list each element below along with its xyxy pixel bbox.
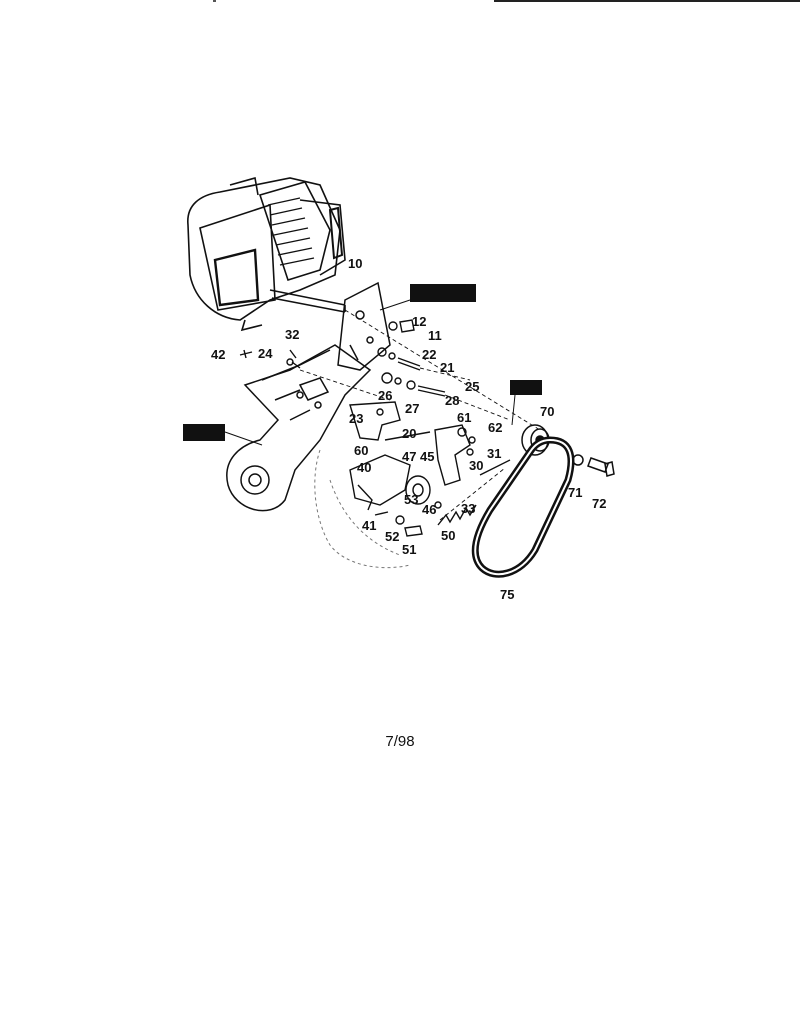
part-label: 20 (402, 426, 416, 441)
part-label: 24 (258, 346, 273, 361)
part-label: 51 (402, 542, 416, 557)
part-label: 40 (357, 460, 371, 475)
part-label: 33 (461, 501, 475, 516)
part-label: 12 (412, 314, 426, 329)
part-label: 72 (592, 496, 606, 511)
part-label: 53 (404, 492, 418, 507)
part-label: 31 (487, 446, 501, 461)
page-top-rule (494, 0, 800, 2)
engine-drawing (187, 176, 346, 332)
part-label: 26 (378, 388, 392, 403)
part-label: 30 (469, 458, 483, 473)
part-label: 11 (428, 328, 442, 343)
callout-top (410, 284, 476, 302)
part-label: 50 (441, 528, 455, 543)
part-label: 25 (465, 379, 479, 394)
part-label: 47 (402, 449, 416, 464)
housing-outline (314, 449, 411, 569)
frame-bracket (226, 344, 372, 512)
part-label: 21 (440, 360, 454, 375)
part-label: 45 (420, 449, 434, 464)
hardware-parts (239, 319, 511, 537)
part-number-labels: 10 12 11 22 21 25 28 27 26 32 24 42 23 2… (211, 256, 606, 602)
part-label: 46 (422, 502, 436, 517)
part-label: 28 (445, 393, 459, 408)
part-label: 41 (362, 518, 376, 533)
part-label: 75 (500, 587, 514, 602)
part-label: 42 (211, 347, 225, 362)
leader-lines (224, 299, 516, 446)
part-label: 52 (385, 529, 399, 544)
part-label: 70 (540, 404, 554, 419)
alignment-lines (299, 309, 541, 521)
part-label: 71 (568, 485, 582, 500)
part-label: 60 (354, 443, 368, 458)
drive-belt (471, 436, 575, 578)
page-top-tick (213, 0, 216, 2)
part-label: 23 (349, 411, 363, 426)
mounting-plate (337, 281, 391, 371)
part-label: 32 (285, 327, 299, 342)
part-label: 22 (422, 347, 436, 362)
callout-right (510, 380, 542, 395)
part-label: 27 (405, 401, 419, 416)
part-label: 61 (457, 410, 471, 425)
part-label: 62 (488, 420, 502, 435)
callout-left (183, 424, 225, 441)
date-code: 7/98 (385, 733, 415, 750)
part-label: 10 (348, 256, 362, 271)
